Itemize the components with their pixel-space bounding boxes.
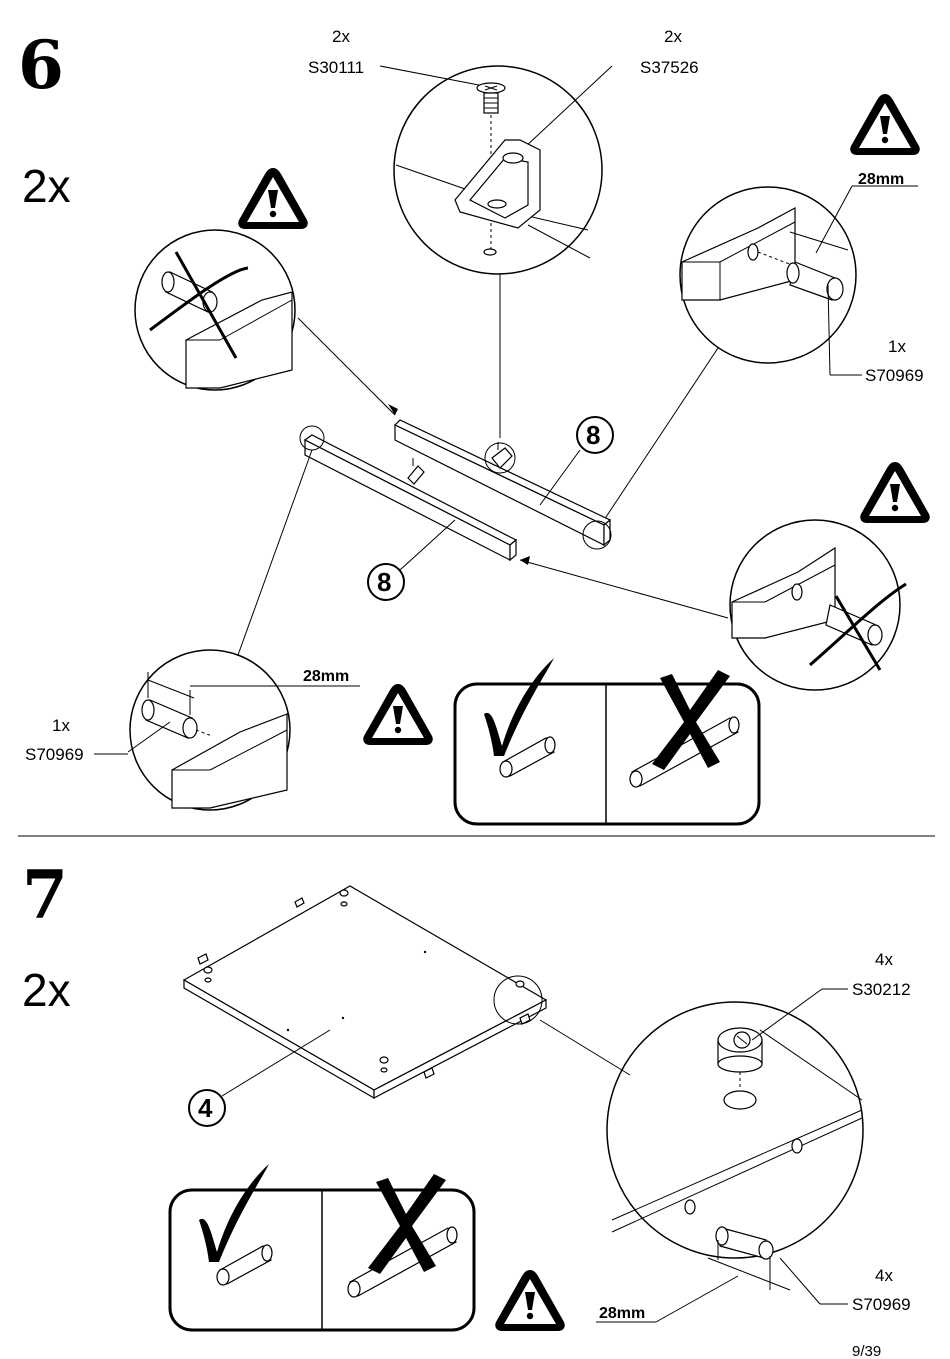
- dowel-right-qty: 1x: [888, 337, 906, 356]
- part-ref-4-label: 4: [198, 1093, 213, 1123]
- cam-lock-icon: [717, 1027, 763, 1073]
- dowel-7-depth: 28mm: [599, 1305, 645, 1322]
- dowel-detail-wrong-top: [134, 229, 296, 391]
- screw-icon: [476, 82, 506, 114]
- step-7-multiplier: 2x: [22, 964, 71, 1016]
- rail-assembly: [299, 419, 612, 562]
- dowel-left-qty: 1x: [52, 716, 70, 735]
- dowel-icon: [499, 736, 556, 778]
- bracket-icon: [454, 139, 541, 229]
- part-ref-8-top: 8: [576, 416, 614, 454]
- part-ref-8-bottom: 8: [367, 563, 405, 601]
- step-7-number: 7: [22, 856, 68, 934]
- screw-qty: 2x: [332, 27, 350, 46]
- dowel-icon-7: [216, 1244, 273, 1286]
- dowel-do-dont-box-6: [453, 658, 761, 826]
- bracket-detail-circle: [379, 65, 613, 275]
- cam-code: S30212: [852, 980, 911, 999]
- dowel-detail-wrong-right: [729, 519, 907, 691]
- step-6-number: 6: [18, 26, 64, 104]
- dowel-left-depth: 28mm: [303, 668, 349, 685]
- part-ref-4: 4: [188, 1089, 226, 1127]
- dowel-right-depth: 28mm: [858, 171, 904, 188]
- dowel-do-dont-box-7: [168, 1164, 476, 1332]
- warning-icon-3: [860, 462, 930, 523]
- step-6-multiplier: 2x: [22, 160, 71, 212]
- warning-icon-2: [850, 94, 920, 155]
- dowel-left-code: S70969: [25, 745, 84, 764]
- dowel-right-code: S70969: [865, 366, 924, 385]
- dowel-7-code: S70969: [852, 1295, 911, 1314]
- warning-icon-4: [363, 684, 433, 745]
- panel-4: [182, 885, 548, 1100]
- dowel-detail-right: [679, 185, 862, 376]
- bracket-qty: 2x: [664, 27, 682, 46]
- screw-code: S30111: [308, 58, 364, 77]
- dowel-7-qty: 4x: [875, 1266, 893, 1285]
- page-number: 9/39: [852, 1343, 881, 1359]
- cam-qty: 4x: [875, 950, 893, 969]
- cam-dowel-detail: [606, 1001, 864, 1291]
- warning-icon-5: [495, 1270, 565, 1331]
- dowel-detail-left: [127, 649, 291, 811]
- part-ref-8-top-label: 8: [586, 420, 600, 450]
- part-ref-8-bottom-label: 8: [377, 567, 391, 597]
- bracket-code: S37526: [640, 58, 699, 77]
- long-dowel-icon-7: [347, 1226, 458, 1298]
- warning-icon-1: [238, 168, 308, 229]
